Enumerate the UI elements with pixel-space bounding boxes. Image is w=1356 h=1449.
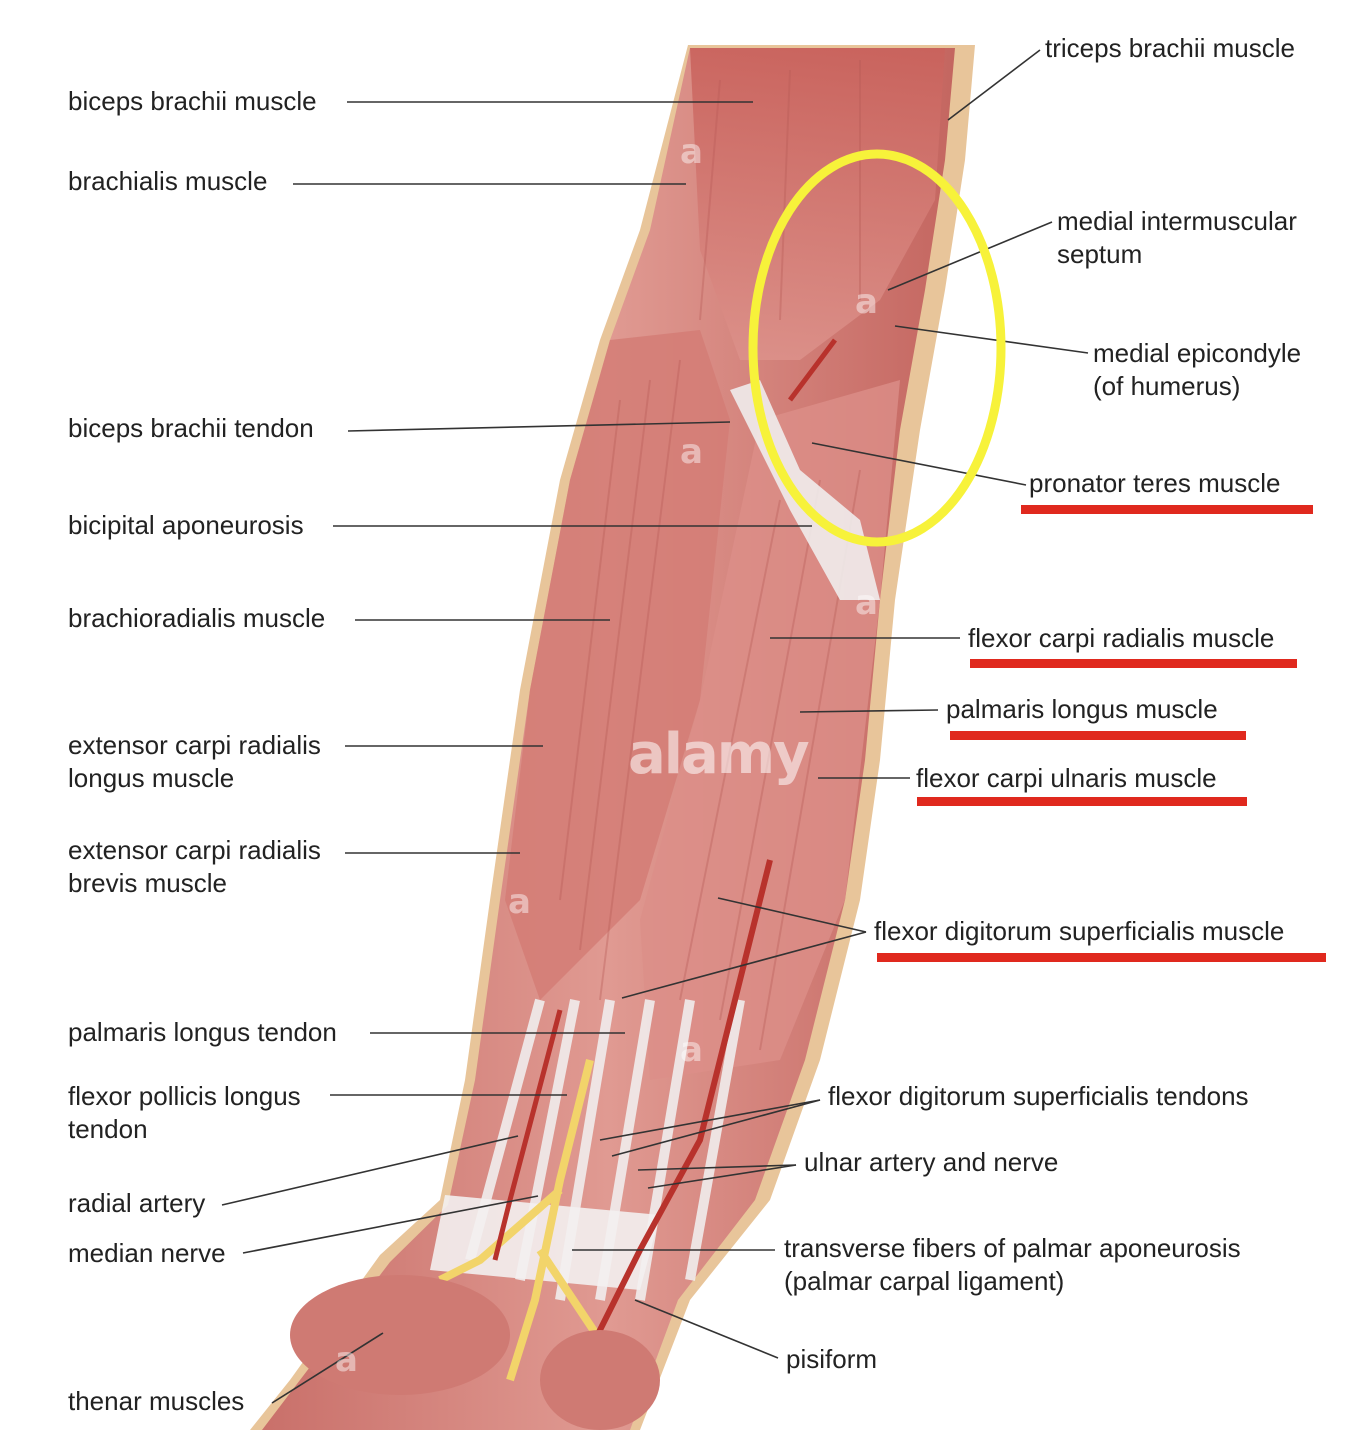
label-flexor-digitorum-superficialis-muscle: flexor digitorum superficialis muscle <box>874 916 1285 946</box>
label-line: transverse fibers of palmar aponeurosis <box>784 1233 1241 1263</box>
label-brachialis-muscle: brachialis muscle <box>68 166 268 196</box>
label-biceps-brachii-muscle: biceps brachii muscle <box>68 86 317 116</box>
label-flexor-digitorum-superficialis-tendons: flexor digitorum superficialis tendons <box>828 1081 1249 1111</box>
watermark-letter: a <box>508 882 531 922</box>
label-line: medial epicondyle <box>1093 338 1302 368</box>
label-radial-artery: radial artery <box>68 1188 206 1218</box>
leader-lines <box>221 49 1089 1404</box>
label-line: (of humerus) <box>1093 371 1241 401</box>
biceps-shape <box>690 48 945 360</box>
watermark-brand: alamy <box>628 722 810 787</box>
median-nerve-shape <box>438 1059 604 1382</box>
label-extensor-carpi-radialis-brevis: extensor carpi radialis brevis muscle <box>68 834 321 900</box>
label-flexor-carpi-ulnaris-muscle: flexor carpi ulnaris muscle <box>916 763 1217 793</box>
label-pisiform: pisiform <box>786 1344 878 1374</box>
red-underlines <box>877 505 1326 962</box>
label-palmaris-longus-muscle: palmaris longus muscle <box>946 694 1218 724</box>
radial-artery-shape <box>492 1009 563 1261</box>
watermark-letter: a <box>335 1340 358 1380</box>
label-medial-intermuscular-septum: medial intermuscular septum <box>1057 205 1297 271</box>
brachioradialis-shape <box>505 330 730 1000</box>
label-pronator-teres-muscle: pronator teres muscle <box>1029 468 1281 498</box>
label-line: extensor carpi radialis <box>68 730 321 760</box>
label-medial-epicondyle: medial epicondyle (of humerus) <box>1093 337 1301 403</box>
thenar-shape <box>290 1275 510 1395</box>
hypothenar-shape <box>540 1330 660 1430</box>
label-line: flexor pollicis longus <box>68 1081 301 1111</box>
label-brachioradialis-muscle: brachioradialis muscle <box>68 603 326 633</box>
label-ulnar-artery-and-nerve: ulnar artery and nerve <box>804 1147 1059 1177</box>
watermark-letter: a <box>680 1030 703 1070</box>
label-line: (palmar carpal ligament) <box>784 1266 1065 1296</box>
label-palmaris-longus-tendon: palmaris longus tendon <box>68 1017 337 1047</box>
label-triceps-brachii-muscle: triceps brachii muscle <box>1045 33 1295 63</box>
watermark-letter: a <box>855 282 878 322</box>
label-flexor-pollicis-longus-tendon: flexor pollicis longus tendon <box>68 1080 301 1146</box>
label-extensor-carpi-radialis-longus: extensor carpi radialis longus muscle <box>68 729 321 795</box>
label-transverse-fibers-palmar-aponeurosis: transverse fibers of palmar aponeurosis … <box>784 1232 1241 1298</box>
label-bicipital-aponeurosis: bicipital aponeurosis <box>68 510 304 540</box>
artery-upper <box>788 338 837 402</box>
label-line: brevis muscle <box>68 868 227 898</box>
label-flexor-carpi-radialis-muscle: flexor carpi radialis muscle <box>968 623 1275 653</box>
label-thenar-muscles: thenar muscles <box>68 1386 245 1416</box>
label-line: tendon <box>68 1114 148 1144</box>
watermark-letter: a <box>680 432 703 472</box>
label-biceps-brachii-tendon: biceps brachii tendon <box>68 413 314 443</box>
ulnar-artery-shape <box>582 859 773 1362</box>
label-line: longus muscle <box>68 763 235 793</box>
highlight-circle <box>748 149 1006 547</box>
label-median-nerve: median nerve <box>68 1238 226 1268</box>
watermark-letter: a <box>855 583 878 623</box>
label-line: septum <box>1057 239 1143 269</box>
watermark-letter: a <box>680 132 703 172</box>
label-line: extensor carpi radialis <box>68 835 321 865</box>
label-line: medial intermuscular <box>1057 206 1297 236</box>
